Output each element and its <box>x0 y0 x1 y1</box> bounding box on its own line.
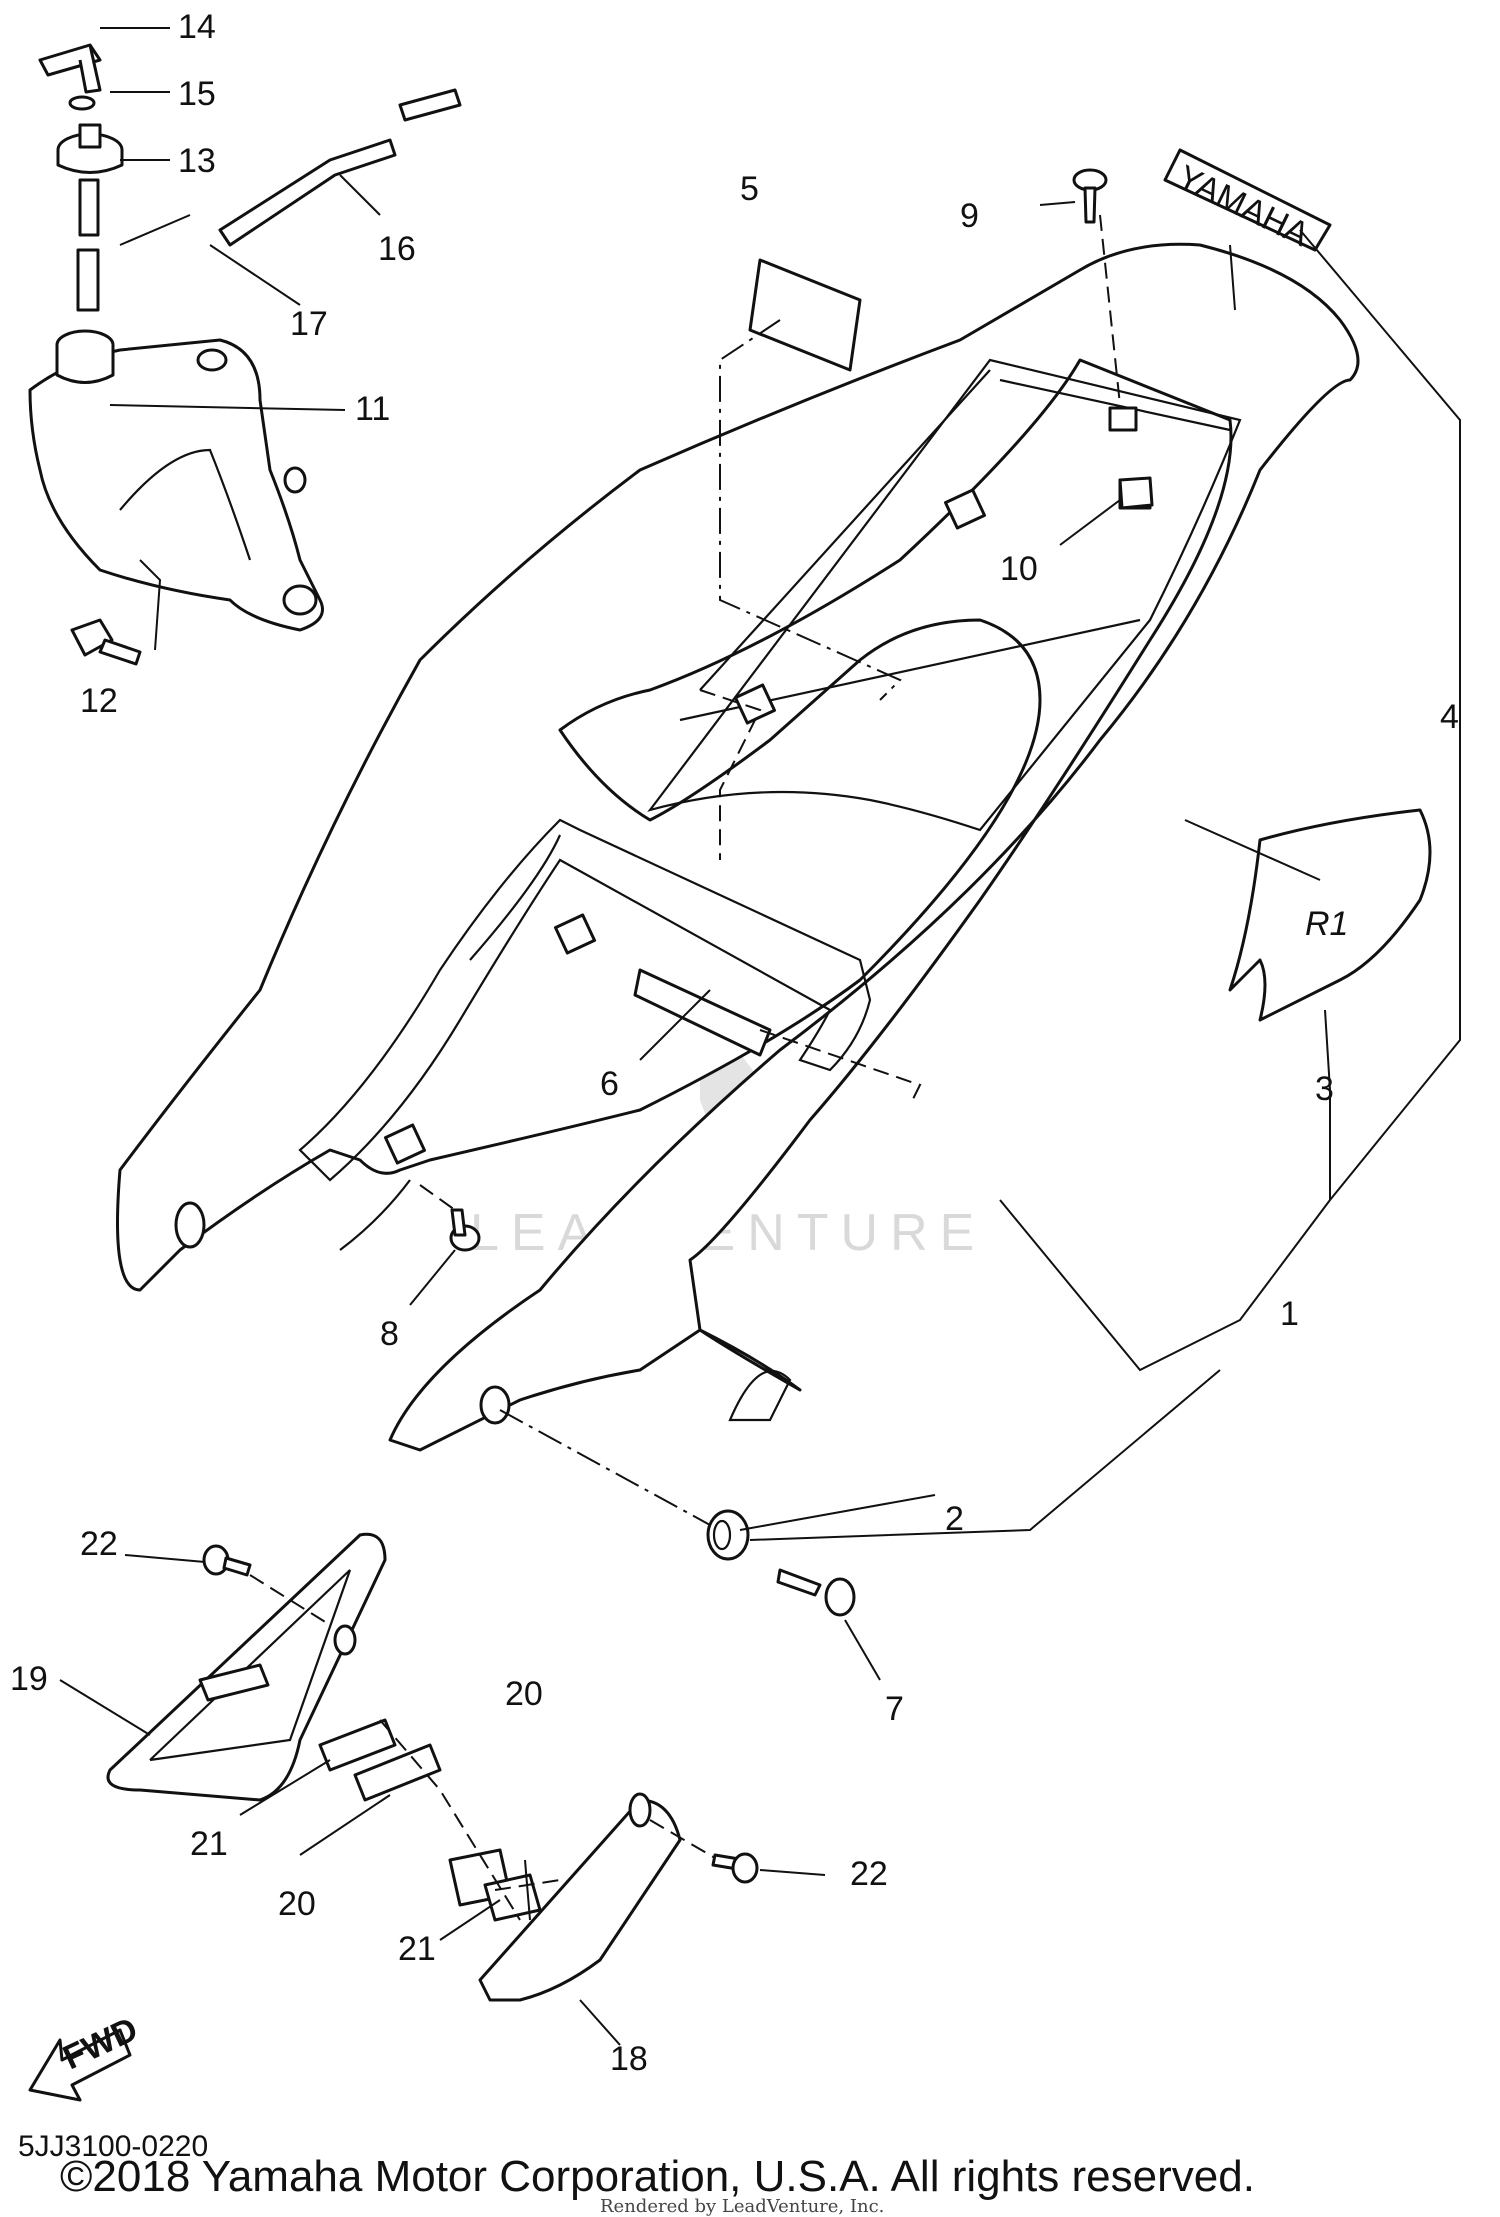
rivet-8 <box>449 1208 481 1252</box>
callout-18: 18 <box>610 2040 648 2078</box>
hose-16 <box>218 88 462 247</box>
pad-21-right <box>483 1873 542 1922</box>
callout-8: 8 <box>380 1315 399 1353</box>
callout-22-upper: 22 <box>80 1525 118 1563</box>
yamaha-decal: YAMAHA <box>1163 148 1332 254</box>
callout-20-left: 20 <box>278 1885 316 1923</box>
callout-9: 9 <box>960 197 979 235</box>
bolt-22-lower <box>711 1852 759 1884</box>
callout-21-right: 21 <box>398 1930 436 1968</box>
rendered-by-text: Rendered by LeadVenture, Inc. <box>600 2196 885 2217</box>
callout-14: 14 <box>178 8 216 46</box>
callout-5: 5 <box>740 170 759 208</box>
part-code: 5JJ3100-0220 <box>18 2130 209 2163</box>
callout-3: 3 <box>1315 1070 1334 1108</box>
callout-labels: 14 15 13 11 12 16 17 5 9 10 4 3 6 1 2 7 … <box>10 8 1459 2078</box>
callout-11: 11 <box>355 390 390 428</box>
callout-7: 7 <box>885 1690 904 1728</box>
bolt-12 <box>70 618 142 666</box>
fwd-arrow: FWD <box>28 2010 144 2102</box>
screw-9 <box>1072 168 1108 224</box>
bolt-22-upper <box>202 1544 252 1577</box>
reservoir-tank-11 <box>28 329 324 632</box>
nut-10 <box>1118 476 1154 510</box>
pad-20-left <box>353 1743 442 1802</box>
leader-lines <box>59 27 1461 2046</box>
copyright-text: ©2018 Yamaha Motor Corporation, U.S.A. A… <box>60 2152 1255 2201</box>
callout-21-left: 21 <box>190 1825 228 1863</box>
screw-7 <box>776 1568 856 1617</box>
r1-decal: R1 <box>1228 808 1432 1022</box>
callout-2: 2 <box>945 1500 964 1538</box>
strip-6 <box>633 968 772 1057</box>
callout-20-right: 20 <box>505 1675 543 1713</box>
cap-13 <box>56 123 124 312</box>
callout-19: 19 <box>10 1660 48 1698</box>
callout-22-lower: 22 <box>850 1855 888 1893</box>
grommet-2 <box>706 1509 750 1561</box>
callout-16: 16 <box>378 230 416 268</box>
callout-12: 12 <box>80 682 118 720</box>
label-plate-5 <box>748 258 862 372</box>
r1-decal-text: R1 <box>1305 905 1348 943</box>
callout-15: 15 <box>178 75 216 113</box>
side-cover-19 <box>106 1532 387 1802</box>
tail-cowling <box>116 242 1360 1452</box>
callout-1: 1 <box>1280 1295 1299 1333</box>
hose-elbow-14 <box>38 43 102 111</box>
callout-17: 17 <box>290 305 328 343</box>
callout-4: 4 <box>1440 698 1459 736</box>
side-cover-18 <box>478 1792 682 2002</box>
callout-13: 13 <box>178 142 216 180</box>
callout-10: 10 <box>1000 550 1038 588</box>
callout-6: 6 <box>600 1065 619 1103</box>
